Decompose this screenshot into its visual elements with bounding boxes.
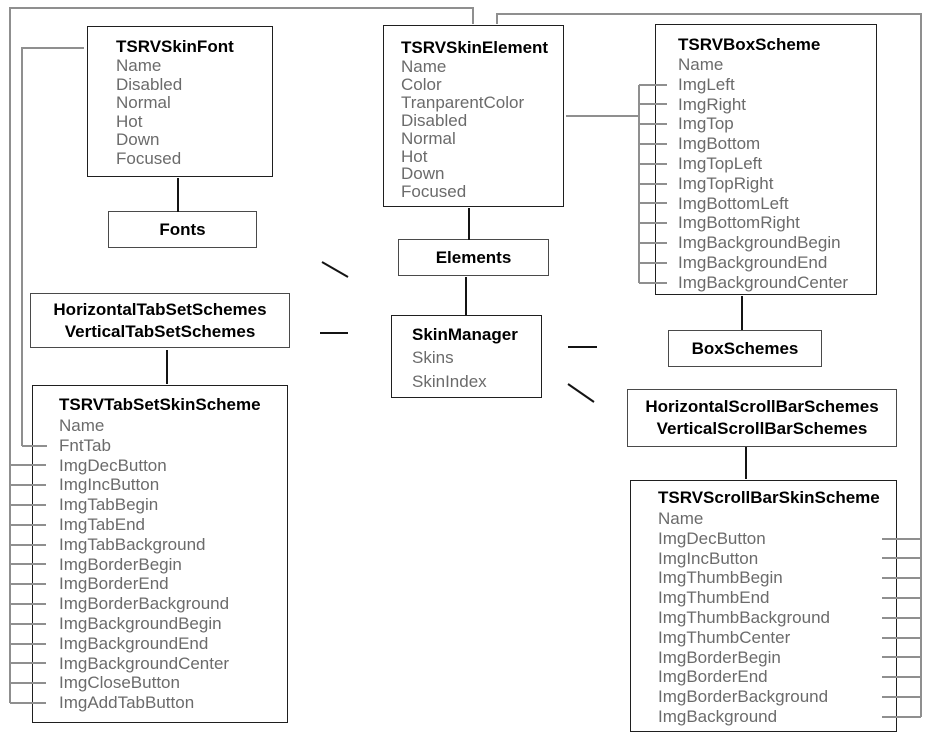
- class-title: TSRVBoxScheme: [678, 35, 821, 54]
- field-row: ImgBorderEnd: [658, 667, 768, 687]
- class-title: TSRVSkinElement: [401, 38, 549, 57]
- field-row: ImgThumbBackground: [658, 607, 830, 627]
- field-row: ImgThumbEnd: [658, 588, 770, 608]
- field-row: ImgBottom: [678, 134, 761, 154]
- field-row: ImgBottomRight: [678, 213, 800, 233]
- label-box-fonts: Fonts: [108, 211, 257, 248]
- class-title: SkinManager: [412, 325, 518, 344]
- field-row: Name: [116, 56, 162, 75]
- field-row: ImgBorderBackground: [59, 594, 230, 614]
- field-row: ImgTabBegin: [59, 495, 159, 515]
- field-row: ImgTabBackground: [59, 534, 206, 554]
- arrow-skinmanager-to-fonts: [321, 261, 349, 278]
- field-row: Name: [401, 57, 447, 76]
- field-row: ImgBackgroundEnd: [59, 633, 209, 653]
- field-row: ImgDecButton: [59, 455, 167, 475]
- field-row: ImgCloseButton: [59, 673, 180, 693]
- field-row: Hot: [401, 146, 428, 166]
- field-row: ImgAddTabButton: [59, 693, 195, 713]
- field-row: ImgRight: [678, 94, 747, 114]
- class-box-tsrvskinfont: TSRVSkinFont Name Disabled Normal Hot Do…: [87, 26, 273, 177]
- label-text: VerticalScrollBarSchemes: [656, 419, 868, 438]
- label-box-boxschemes: BoxSchemes: [668, 330, 822, 367]
- field-row: ImgBorderBegin: [658, 647, 781, 667]
- label-box-scrollbarschemes: HorizontalScrollBarSchemes VerticalScrol…: [627, 389, 897, 447]
- label-text: Elements: [435, 247, 512, 267]
- class-title: TSRVSkinFont: [116, 37, 234, 56]
- field-row: ImgBackgroundBegin: [59, 613, 222, 633]
- field-row: FntTab: [59, 435, 111, 455]
- field-row: Name: [678, 55, 724, 74]
- field-row: ImgTopRight: [678, 173, 774, 193]
- field-row: ImgDecButton: [658, 528, 766, 548]
- field-row: ImgThumbCenter: [658, 627, 791, 647]
- field-row: Skins: [412, 348, 454, 367]
- field-row: ImgBackgroundCenter: [678, 272, 849, 292]
- class-title: TSRVScrollBarSkinScheme: [658, 488, 880, 507]
- class-box-tsrvskinelement: TSRVSkinElement Name Color TranparentCol…: [383, 25, 564, 207]
- field-row: Color: [401, 74, 442, 94]
- field-row: Normal: [401, 128, 456, 148]
- field-row: ImgBackgroundEnd: [678, 252, 828, 272]
- field-row: Disabled: [116, 74, 183, 94]
- field-row: ImgThumbBegin: [658, 568, 783, 588]
- field-row: ImgLeft: [678, 74, 735, 94]
- label-text: VerticalTabSetSchemes: [64, 321, 256, 341]
- label-text: BoxSchemes: [691, 338, 799, 358]
- field-row: Name: [658, 509, 704, 528]
- field-row: Hot: [116, 111, 143, 131]
- field-row: ImgTopLeft: [678, 153, 763, 173]
- field-row: ImgTop: [678, 114, 734, 134]
- field-row: ImgBackgroundCenter: [59, 653, 230, 673]
- label-box-elements: Elements: [398, 239, 549, 276]
- class-title: TSRVTabSetSkinScheme: [59, 395, 261, 414]
- label-text: HorizontalTabSetSchemes: [53, 299, 267, 319]
- field-row: Focused: [116, 148, 182, 168]
- field-row: Focused: [401, 182, 467, 202]
- field-row: Down: [116, 130, 160, 150]
- field-row: ImgTabEnd: [59, 514, 145, 534]
- field-row: ImgIncButton: [658, 548, 759, 568]
- class-box-skinmanager: SkinManager Skins SkinIndex: [391, 315, 542, 398]
- field-row: ImgBorderBackground: [658, 687, 829, 707]
- field-row: Down: [401, 164, 445, 184]
- field-row: SkinIndex: [412, 372, 487, 391]
- class-box-tsrvscrollbarskinscheme: TSRVScrollBarSkinScheme Name ImgDecButto…: [630, 480, 897, 732]
- label-text: Fonts: [159, 219, 206, 239]
- field-row: ImgBorderBegin: [59, 554, 182, 574]
- field-row: Normal: [116, 93, 171, 113]
- field-row: Name: [59, 416, 105, 435]
- field-row: TranparentColor: [401, 92, 525, 112]
- field-row: ImgBorderEnd: [59, 574, 169, 594]
- field-row: ImgBackgroundBegin: [678, 233, 841, 253]
- field-row: Disabled: [401, 110, 468, 130]
- field-row: ImgIncButton: [59, 475, 160, 495]
- class-box-tsrvboxscheme: TSRVBoxScheme Name ImgLeft ImgRight ImgT…: [655, 24, 877, 295]
- field-row: ImgBottomLeft: [678, 193, 789, 213]
- field-row: ImgBackground: [658, 706, 778, 726]
- arrow-skinmanager-to-scrollbarschemes: [567, 383, 595, 403]
- class-box-tsrvtabsetskinscheme: TSRVTabSetSkinScheme Name FntTab ImgDecB…: [32, 385, 288, 723]
- label-box-tabsetschemes: HorizontalTabSetSchemes VerticalTabSetSc…: [30, 293, 290, 348]
- label-text: HorizontalScrollBarSchemes: [645, 397, 879, 416]
